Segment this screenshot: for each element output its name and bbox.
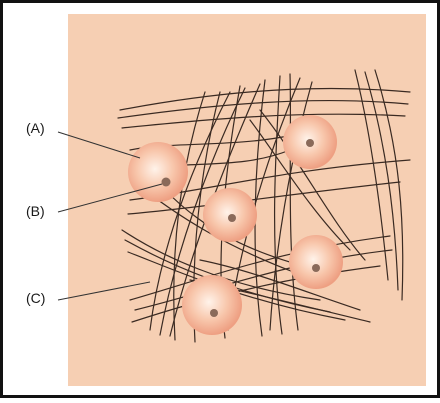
cell	[289, 235, 343, 289]
label-c: (C)	[26, 290, 45, 306]
cell	[283, 115, 337, 169]
cell	[182, 275, 242, 335]
cell	[203, 188, 257, 242]
label-a: (A)	[26, 120, 45, 136]
nucleus-b	[162, 178, 171, 187]
cell-a	[128, 142, 188, 202]
label-b: (B)	[26, 203, 45, 219]
